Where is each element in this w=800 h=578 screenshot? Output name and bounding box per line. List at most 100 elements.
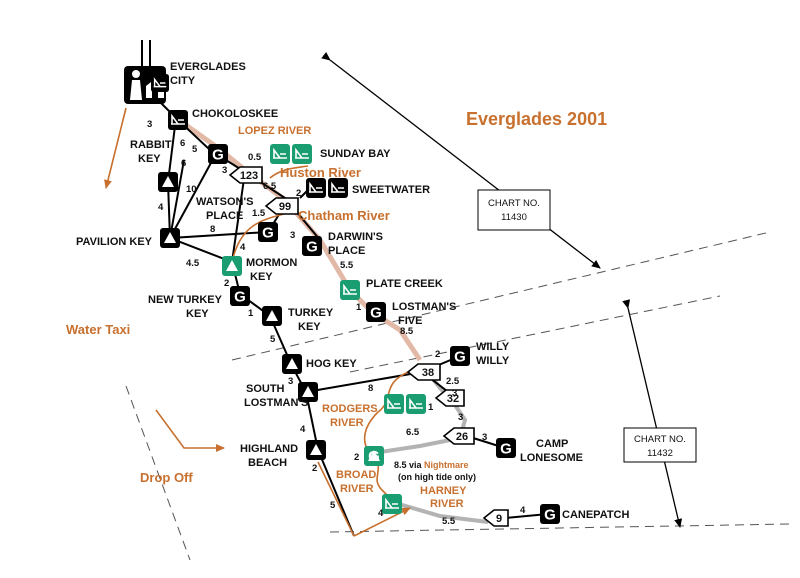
sunday-bay-chickee-icon-a [270, 144, 290, 164]
darwins-place-ground-icon [302, 236, 322, 256]
distance-label: 6.5 [406, 427, 420, 438]
route-rodgers [363, 371, 409, 459]
marker-38-label: 38 [422, 367, 434, 379]
chart-11432-line2: 11432 [647, 448, 673, 459]
chart-11430-box: CHART NO. 11430 [477, 189, 551, 231]
hog-key-campsite-icon [282, 354, 302, 374]
drop-off-label: Drop Off [140, 470, 193, 485]
distance-label: 2 [224, 278, 229, 289]
marker-99-label: 99 [279, 201, 291, 213]
distance-label: 2.5 [446, 376, 460, 387]
highlight-waterway [379, 363, 489, 524]
distance-label: 8 [368, 383, 373, 394]
distance-label: 3 [452, 388, 457, 399]
chatham-river-label: Chatham River [298, 208, 390, 223]
lostmans-five-ground-icon [366, 302, 386, 322]
broad-river-g-letter: G [368, 448, 380, 465]
mormon-key-label-2: KEY [250, 271, 273, 283]
marker-26-label: 26 [456, 431, 468, 443]
rodgers-river-chickee-icon-a [384, 394, 404, 414]
distance-label: 1 [356, 302, 362, 313]
chart-boundary-middle [349, 295, 721, 373]
turkey-key-label-2: KEY [298, 321, 321, 333]
sunday-bay-chickee-icon-b [292, 144, 312, 164]
distance-label: 1 [428, 402, 434, 413]
distance-label: 1.5 [252, 208, 266, 219]
distance-label: 4 [520, 505, 526, 516]
route-huston [269, 165, 309, 179]
highland-beach-label-1: HIGHLAND [240, 443, 298, 455]
sweetwater-label: SWEETWATER [352, 184, 430, 196]
distance-label: 0.5 [248, 152, 262, 163]
darwins-place-label-1: DARWIN'S [328, 231, 383, 243]
route-dropoff-line [317, 461, 355, 537]
distance-label: 3 [482, 432, 487, 443]
chart-11430-line1: CHART NO. [488, 198, 540, 209]
everglades-city-chickee-icon [151, 74, 169, 92]
chart-11430-line2: 11430 [501, 212, 527, 223]
chart-boundary-lower [329, 523, 791, 533]
distance-label: 1 [248, 308, 254, 319]
hog-key-label: HOG KEY [306, 358, 357, 370]
watsons-place-label-1: WATSON'S [196, 196, 253, 208]
lostmans-five-label-2: FIVE [398, 315, 422, 327]
willy-willy-label-2: WILLY [476, 355, 510, 367]
chart-11430-range-arrow [321, 51, 601, 269]
chart-boundary-left [125, 385, 191, 561]
highland-beach-label-2: BEACH [248, 457, 287, 469]
water-taxi-arrow [104, 107, 127, 189]
drop-off-arrow [155, 409, 225, 452]
distance-label: 5 [270, 334, 276, 345]
distance-label: 5.5 [442, 516, 456, 527]
distance-label: 4 [158, 202, 164, 213]
sweetwater-chickee-icon-b [328, 178, 348, 198]
marker-123: 123 [228, 166, 263, 184]
sunday-bay-label: SUNDAY BAY [320, 148, 391, 160]
nightmare-note-line-1: 8.5 via Nightmare [394, 460, 469, 470]
nightmare-prefix: 8.5 via [394, 460, 423, 470]
harney-river-chickee-icon [382, 494, 402, 514]
mormon-key-campsite-icon [222, 256, 242, 276]
distance-label: 3 [458, 412, 463, 423]
distance-label: 2 [296, 188, 301, 199]
everglades-city-label-1: EVERGLADES [170, 61, 246, 73]
map-title: Everglades 2001 [466, 109, 607, 129]
distance-label: 8 [210, 224, 215, 235]
chart-11432-box: CHART NO. 11432 [623, 427, 697, 463]
camp-lonesome-label-1: CAMP [536, 438, 568, 450]
new-turkey-key-ground-icon [230, 286, 250, 306]
rabbit-key-campsite-icon [158, 172, 178, 192]
everglades-city-icon [124, 40, 166, 104]
distance-label: 6 [180, 138, 185, 149]
distance-label: 5.5 [340, 260, 354, 271]
huston-river-label: Huston River [280, 165, 361, 180]
chart-boundary-upper [231, 231, 771, 361]
harney-river-label-1: HARNEY [420, 485, 467, 497]
distance-label: 2 [435, 349, 440, 360]
highland-beach-campsite-icon [306, 440, 326, 460]
camp-lonesome-label-2: LONESOME [520, 452, 583, 464]
canepatch-label: CANEPATCH [562, 509, 629, 521]
rodgers-river-label-1: RODGERS [322, 403, 378, 415]
distance-label: 6 [181, 158, 186, 169]
marker-9-label: 9 [496, 513, 502, 525]
rabbit-key-label-2: KEY [138, 153, 161, 165]
chart-11432-range-arrow [622, 299, 683, 528]
sweetwater-chickee-icon-a [306, 178, 326, 198]
south-lostmans-label-1: SOUTH [246, 383, 285, 395]
everglades-city-label-2: CITY [170, 75, 196, 87]
distance-label: 4 [300, 424, 306, 435]
chart-11432-line1: CHART NO. [634, 434, 686, 445]
distance-label: 3 [288, 376, 293, 387]
distance-label: 3 [147, 119, 152, 130]
camp-lonesome-ground-icon [496, 438, 516, 458]
marker-26: 26 [442, 427, 475, 445]
canepatch-ground-icon [540, 504, 560, 524]
rodgers-river-label-2: RIVER [330, 417, 364, 429]
nightmare-name: Nightmare [424, 460, 469, 470]
distance-label: 4 [240, 242, 246, 253]
marker-32-label: 32 [447, 393, 459, 405]
distance-label: 5 [192, 144, 198, 155]
marker-9: 9 [482, 509, 509, 527]
